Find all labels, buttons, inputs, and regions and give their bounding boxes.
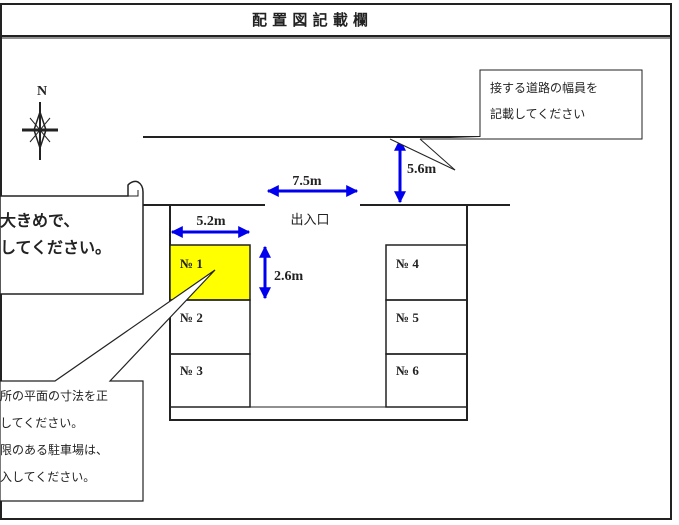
size-note-line: 大きめで、 <box>0 211 79 230</box>
parking-lot <box>169 205 468 421</box>
dimension-note-callout: 所の平面の寸法を正 してください。 限のある駐車場は、 入してください。 <box>0 269 216 502</box>
stall-label: № 3 <box>180 363 203 378</box>
stall-label: № 4 <box>396 256 419 271</box>
stall-label: № 1 <box>180 256 203 271</box>
stall-1 <box>169 244 251 301</box>
compass-north-label: N <box>37 84 47 99</box>
stall-label: № 5 <box>396 310 419 325</box>
dimension-note-line: 入してください。 <box>0 470 95 484</box>
size-note-callout: 大きめで、 してください。 <box>0 180 144 295</box>
stall-label: № 6 <box>396 363 419 378</box>
stall-2 <box>169 299 251 355</box>
road-note-line: 記載してください <box>490 106 585 121</box>
size-note-line: してください。 <box>0 238 111 257</box>
stall-6 <box>385 353 468 408</box>
road-width-label: 5.6m <box>407 162 437 177</box>
dimension-note-line: してください。 <box>0 416 83 430</box>
stall-depth-label: 2.6m <box>274 269 304 284</box>
road-note-callout: 接する道路の幅員を 記載してください <box>389 69 643 171</box>
entrance-width-label: 7.5m <box>292 174 322 189</box>
dimension-note-line: 所の平面の寸法を正 <box>0 389 108 403</box>
dimension-note-line: 限のある駐車場は、 <box>0 442 108 457</box>
stall-4 <box>385 244 468 301</box>
north-compass-icon: N <box>22 84 58 160</box>
entrance-label: 出入口 <box>290 213 329 228</box>
stall-label: № 2 <box>180 310 203 325</box>
stall-width-label: 5.2m <box>196 214 226 229</box>
stall-3 <box>169 353 251 408</box>
road-note-line: 接する道路の幅員を <box>490 80 598 95</box>
road <box>110 136 510 206</box>
stall-5 <box>385 299 468 355</box>
form-title: 配 置 図 記 載 欄 <box>252 11 368 29</box>
